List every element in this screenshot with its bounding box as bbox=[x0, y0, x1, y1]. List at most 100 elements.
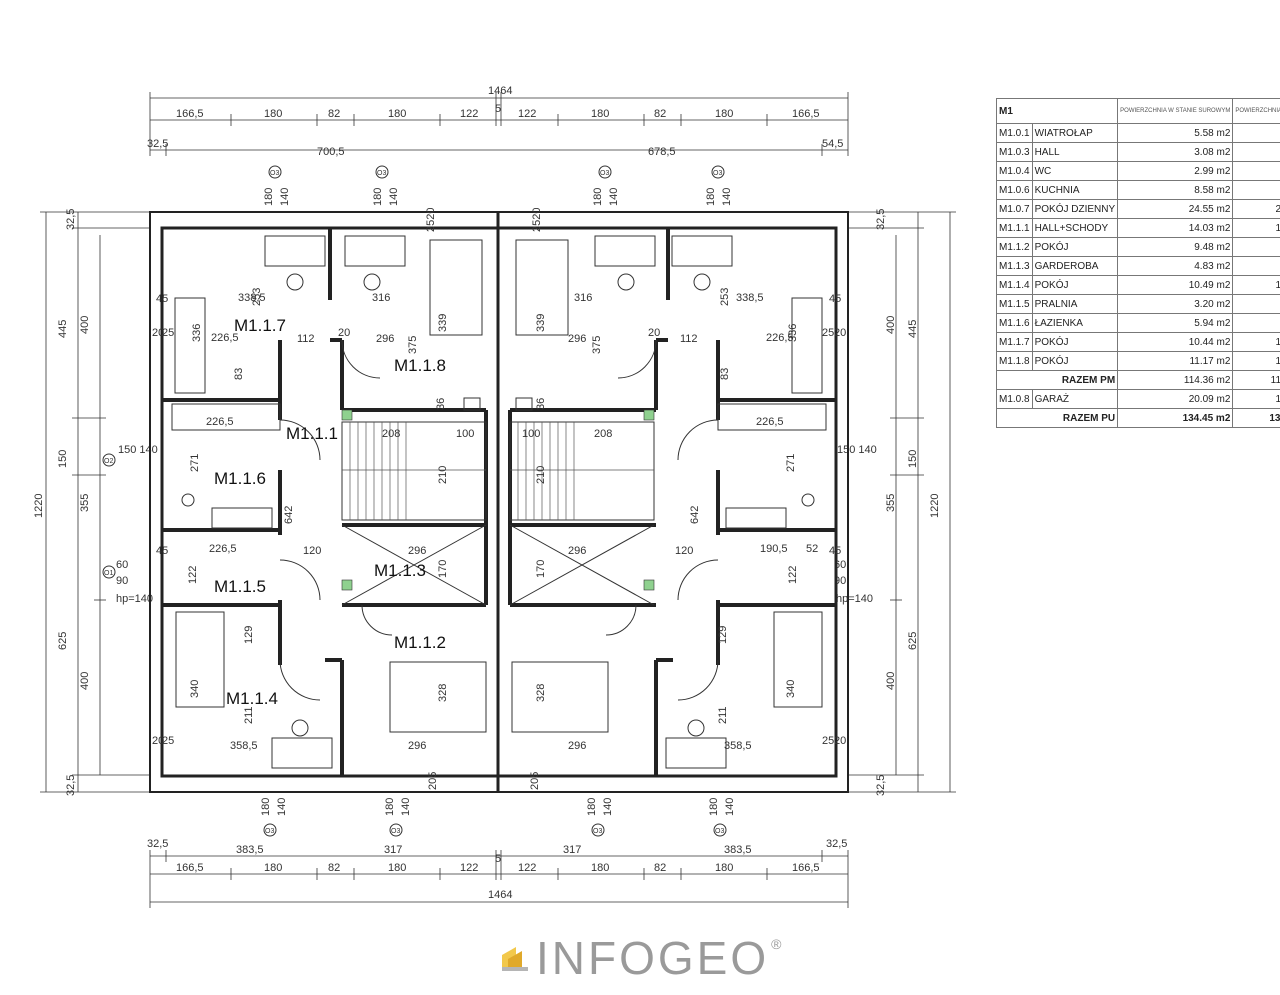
garage-raw: 20.09 m2 bbox=[1117, 389, 1234, 409]
table-cell-name: POKÓJ bbox=[1031, 351, 1119, 371]
table-cell-b: 5.79 m2 bbox=[1232, 313, 1280, 333]
table-cell-code: M1.1.1 bbox=[996, 218, 1033, 238]
d-210-r: 210 bbox=[535, 466, 547, 484]
d-226-l1: 226,5 bbox=[211, 332, 239, 344]
table-cell-name: POKÓJ DZIENNY bbox=[1031, 199, 1119, 219]
tag-o3-b3: O3 bbox=[593, 828, 602, 835]
tag-o3-2: O3 bbox=[377, 170, 386, 177]
d-112-r: 112 bbox=[680, 333, 698, 345]
dim-left-a1: 32,5 bbox=[65, 209, 77, 230]
d-120-l: 120 bbox=[303, 545, 321, 557]
d-340-r: 340 bbox=[785, 680, 797, 698]
dim-bot2-3: 317 bbox=[384, 844, 402, 856]
room-m114: M1.1.4 bbox=[226, 689, 278, 708]
sum-pm-label: RAZEM PM bbox=[995, 370, 1119, 390]
win-140-b3: 140 bbox=[602, 798, 614, 816]
table-cell-b: 5.43 m2 bbox=[1232, 123, 1280, 143]
dim-top-9: 180 bbox=[715, 108, 733, 120]
dim-bot2-4: 317 bbox=[563, 844, 581, 856]
table-cell-a: 4.83 m2 bbox=[1117, 256, 1234, 276]
dim-bot2-2: 383,5 bbox=[236, 844, 264, 856]
d-375-l: 375 bbox=[407, 336, 419, 354]
table-cell-a: 14.03 m2 bbox=[1117, 218, 1234, 238]
d-45-r1: 45 bbox=[829, 293, 841, 305]
dim-mid-top: 5 bbox=[495, 103, 501, 115]
d-336-l: 336 bbox=[191, 324, 203, 342]
tag-o3-b1: O3 bbox=[265, 828, 274, 835]
d-25-r2: 25 bbox=[822, 735, 834, 747]
d-20-m-l: 20 bbox=[338, 327, 350, 339]
floor-plan: 1464 5 166,5 180 82 180 122 122 180 82 1… bbox=[33, 85, 956, 908]
table-cell-name: KUCHNIA bbox=[1031, 180, 1119, 200]
d-375-r: 375 bbox=[591, 336, 603, 354]
d-296-l1: 296 bbox=[376, 333, 394, 345]
d-2520-r: 2520 bbox=[531, 208, 543, 232]
tag-o3-b4: O3 bbox=[715, 828, 724, 835]
d-253-r: 253 bbox=[719, 288, 731, 306]
table-cell-code: M1.0.1 bbox=[996, 123, 1033, 143]
table-cell-b: 2.99 m2 bbox=[1232, 142, 1280, 162]
table-cell-name: WC bbox=[1031, 161, 1119, 181]
win-140-2: 140 bbox=[388, 188, 400, 206]
dim-hp-left: hp=140 bbox=[116, 593, 153, 605]
d-316-r: 316 bbox=[574, 292, 592, 304]
d-253-l: 253 bbox=[251, 288, 263, 306]
d-226-r1: 226,5 bbox=[766, 332, 794, 344]
dim-bot-1: 166,5 bbox=[176, 862, 204, 874]
d-339-r: 339 bbox=[535, 314, 547, 332]
table-cell-name: GARDEROBA bbox=[1031, 256, 1119, 276]
d-170-l: 170 bbox=[437, 560, 449, 578]
dim-bot-5: 122 bbox=[460, 862, 478, 874]
dim-top-8: 82 bbox=[654, 108, 666, 120]
top-dimension-lines: 1464 5 166,5 180 82 180 122 122 180 82 1… bbox=[147, 85, 849, 158]
col-header-usable: POWIERZCHNIA UŻYTKOWA bbox=[1232, 98, 1280, 124]
logo-mark-icon bbox=[498, 941, 532, 975]
d-25-l2: 25 bbox=[162, 735, 174, 747]
win-180-3: 180 bbox=[592, 188, 604, 206]
dim-bot-6: 122 bbox=[518, 862, 536, 874]
d-100-l: 100 bbox=[456, 428, 474, 440]
d-2520-l: 2520 bbox=[425, 208, 437, 232]
d-20-r2: 20 bbox=[834, 735, 846, 747]
table-cell-b: 4.69 m2 bbox=[1232, 256, 1280, 276]
dim-60-left: 60 bbox=[116, 559, 128, 571]
dim-top-5: 122 bbox=[460, 108, 478, 120]
d-339-l: 339 bbox=[437, 314, 449, 332]
win-180-1: 180 bbox=[263, 188, 275, 206]
d-642-r: 642 bbox=[689, 506, 701, 524]
tag-o3-1: O3 bbox=[270, 170, 279, 177]
table-cell-b: 24.30 m2 bbox=[1232, 199, 1280, 219]
bottom-dimension-lines: O3 O3 O3 O3 180 140 180 140 180 140 180 … bbox=[147, 798, 849, 908]
table-cell-b: 9.30 m2 bbox=[1232, 237, 1280, 257]
dim-left-a4: 355 bbox=[79, 494, 91, 512]
d-205-l: 205 bbox=[427, 772, 439, 790]
d-340-l: 340 bbox=[189, 680, 201, 698]
d-129-r: 129 bbox=[717, 626, 729, 644]
d-36-r: 36 bbox=[535, 398, 547, 410]
d-45-l2: 45 bbox=[156, 545, 168, 557]
dim-right-b1: 400 bbox=[885, 316, 897, 334]
table-cell-name: POKÓJ bbox=[1031, 275, 1119, 295]
dim-left-b2: 400 bbox=[79, 672, 91, 690]
table-cell-code: M1.1.8 bbox=[996, 351, 1033, 371]
dim-left-a6: 32,5 bbox=[65, 775, 77, 796]
dim-bot2-1: 32,5 bbox=[147, 838, 168, 850]
table-header-row: M1 POWIERZCHNIA W STANIE SUROWYM POWIERZ… bbox=[995, 98, 1280, 124]
furniture bbox=[171, 235, 827, 769]
dim-left-a5: 625 bbox=[57, 632, 69, 650]
d-20-m-r: 20 bbox=[648, 327, 660, 339]
win-180-b4: 180 bbox=[708, 798, 720, 816]
garage-code: M1.0.8 bbox=[996, 389, 1033, 409]
dim-bot-8: 82 bbox=[654, 862, 666, 874]
dim-right-b2: 400 bbox=[885, 672, 897, 690]
table-cell-code: M1.1.5 bbox=[996, 294, 1033, 314]
table-cell-code: M1.0.4 bbox=[996, 161, 1033, 181]
dim-right-a4: 355 bbox=[885, 494, 897, 512]
d-296-r2: 296 bbox=[568, 545, 586, 557]
infogeo-logo: INFOGEO ® bbox=[498, 932, 781, 984]
